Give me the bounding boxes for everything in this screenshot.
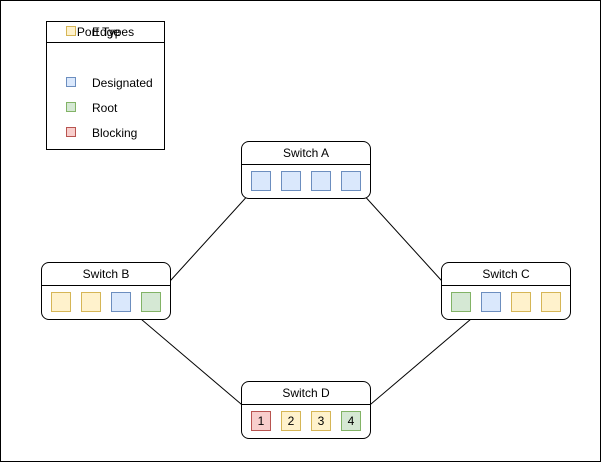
legend-label-root: Root — [92, 101, 118, 115]
switch-c[interactable]: Switch C — [441, 262, 571, 320]
legend-label-blocking: Blocking — [92, 126, 138, 140]
switch-a[interactable]: Switch A — [241, 141, 371, 199]
legend-swatch-root — [66, 102, 76, 112]
port-types-legend: Port Types Designated Root Blocking Edge — [46, 21, 165, 150]
switch-c-title: Switch C — [442, 263, 570, 286]
legend-swatch-designated — [66, 77, 76, 87]
switch-b-port-4[interactable] — [141, 292, 161, 312]
switch-c-port-1[interactable] — [451, 292, 471, 312]
legend-item-blocking: Blocking — [47, 123, 164, 143]
switch-c-port-4[interactable] — [541, 292, 561, 312]
legend-swatch-blocking — [66, 127, 76, 137]
legend-item-edge: Edge — [47, 22, 164, 42]
switch-a-port-3[interactable] — [311, 171, 331, 191]
link-c-d — [350, 301, 492, 422]
legend-item-root: Root — [47, 98, 164, 118]
legend-label-edge: Edge — [92, 25, 121, 39]
switch-d[interactable]: Switch D 1 2 3 4 — [241, 381, 371, 439]
switch-d-port-3[interactable]: 3 — [311, 411, 331, 431]
switch-c-port-2[interactable] — [481, 292, 501, 312]
switch-d-title: Switch D — [242, 382, 370, 405]
switch-b-port-1[interactable] — [51, 292, 71, 312]
switch-b[interactable]: Switch B — [41, 262, 171, 320]
switch-c-port-3[interactable] — [511, 292, 531, 312]
legend-item-designated: Designated — [47, 73, 164, 93]
link-b-d — [120, 301, 262, 422]
switch-d-port-4[interactable]: 4 — [341, 411, 361, 431]
switch-b-port-3[interactable] — [111, 292, 131, 312]
switch-b-port-2[interactable] — [81, 292, 101, 312]
switch-a-port-2[interactable] — [281, 171, 301, 191]
switch-d-port-1[interactable]: 1 — [251, 411, 271, 431]
switch-a-title: Switch A — [242, 142, 370, 165]
switch-a-port-1[interactable] — [251, 171, 271, 191]
switch-d-port-2[interactable]: 2 — [281, 411, 301, 431]
switch-b-title: Switch B — [42, 263, 170, 286]
legend-swatch-edge — [66, 26, 76, 36]
legend-label-designated: Designated — [92, 76, 153, 90]
switch-a-port-4[interactable] — [341, 171, 361, 191]
legend-title: Port Types — [47, 22, 164, 43]
